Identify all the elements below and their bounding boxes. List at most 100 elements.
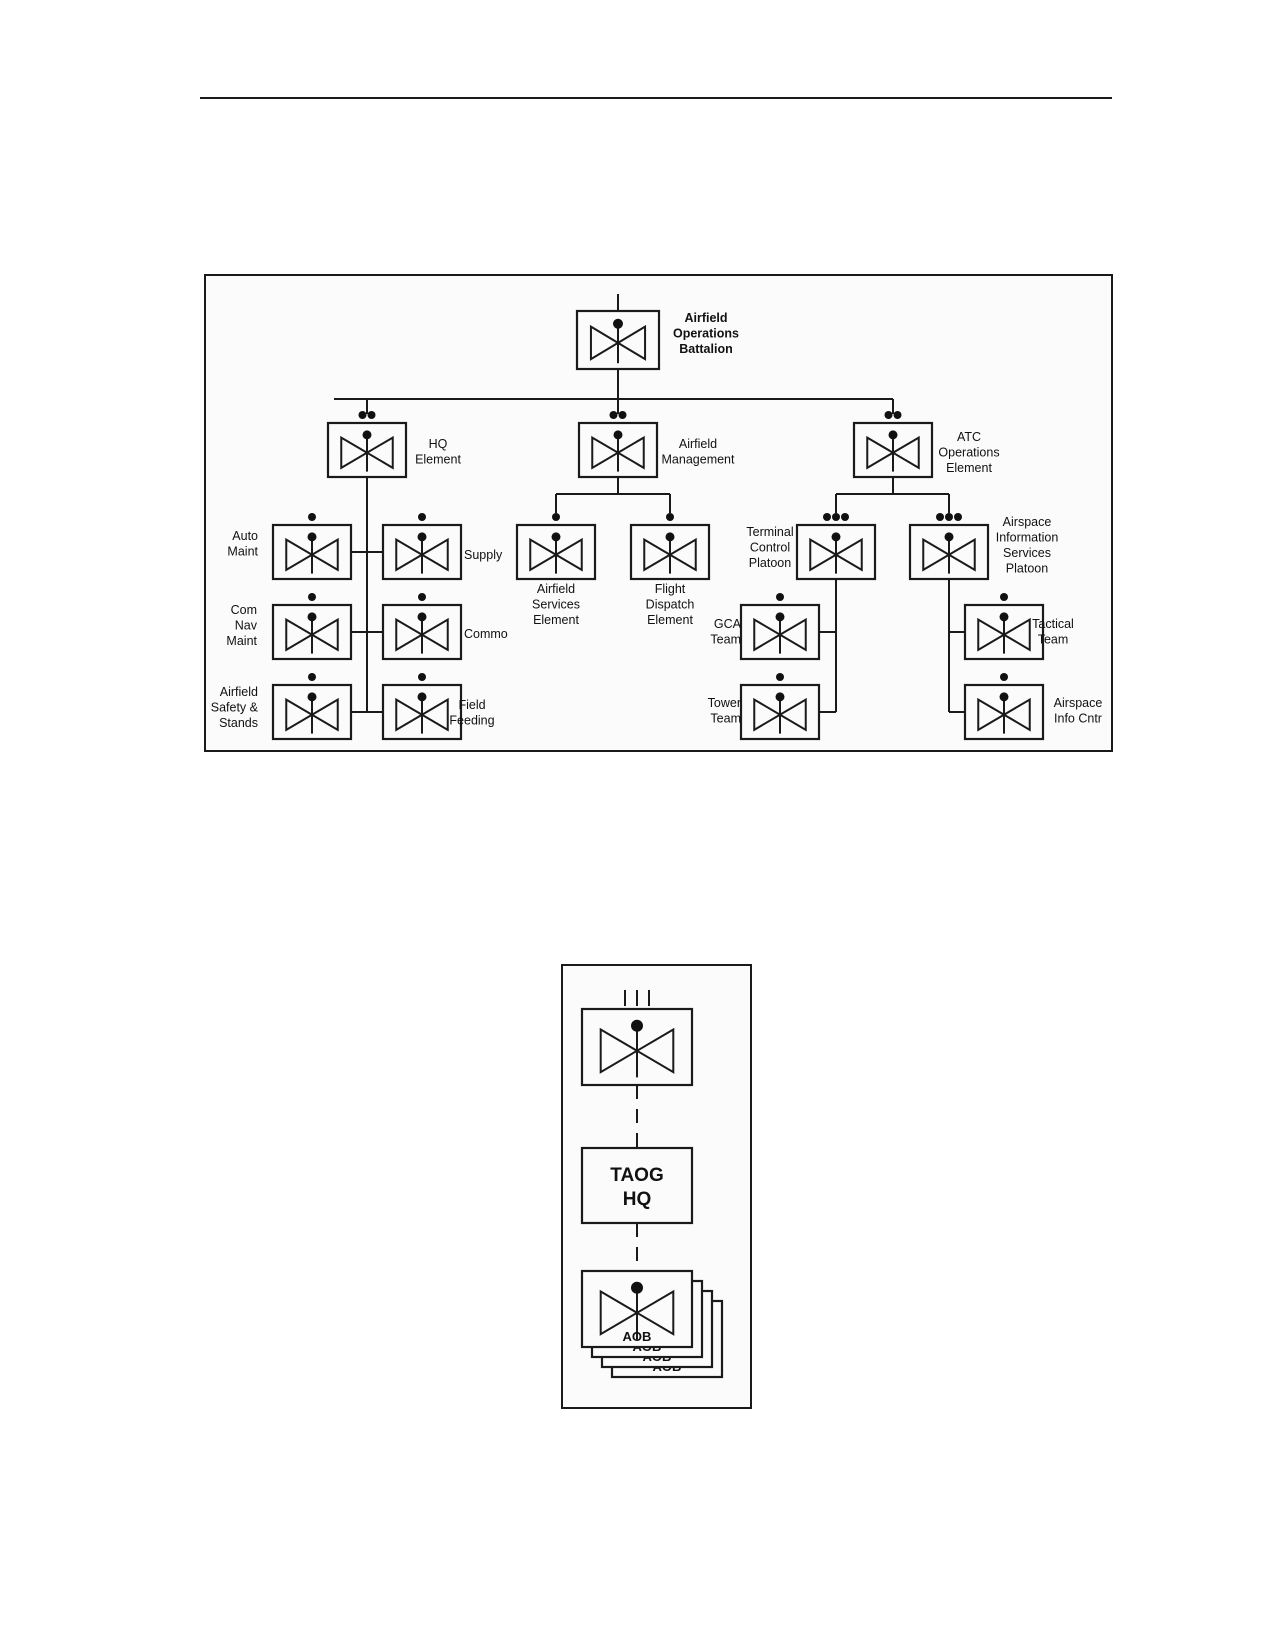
services-antenna-dot: [551, 532, 561, 542]
safety_stands-bowtie-icon: [285, 697, 339, 732]
airspace_cntr-echelon-dot: [1000, 673, 1008, 681]
safety_stands-antenna-dot: [307, 692, 317, 702]
auto_maint-symbol: [271, 523, 353, 581]
atc-label-line: Element: [946, 461, 992, 475]
services-symbol: [515, 523, 597, 581]
battalion-label-line: Airfield: [684, 311, 727, 325]
atc-echelon-dot: [893, 411, 902, 419]
airspace-cntr-label-line: Info Cntr: [1054, 712, 1102, 726]
com-nav-maint-label-line: Nav: [235, 619, 258, 633]
services-label-line: Services: [532, 598, 580, 612]
atc-label-line: ATC: [957, 430, 981, 444]
tactical-bowtie-icon: [977, 617, 1031, 652]
taog-hq-label-line: HQ: [623, 1189, 652, 1210]
field_feeding-antenna-dot: [417, 692, 427, 702]
com_nav_maint-echelon: [308, 593, 316, 601]
airspace_info-echelon-dot: [945, 513, 953, 521]
aob-front-symbol: [580, 1269, 694, 1349]
tactical-echelon-dot: [1000, 593, 1008, 601]
taog-group-bowtie-icon: [599, 1027, 675, 1074]
taog-diagram-canvas: TAOGHQAOBAOBAOBAOB: [580, 990, 724, 1379]
dispatch-label-line: Element: [647, 613, 693, 627]
taog-hq-frame: [580, 1146, 694, 1225]
aob-front-antenna-dot: [631, 1281, 643, 1294]
airspace_info-bowtie-icon: [922, 537, 976, 572]
gca-antenna-dot: [775, 612, 785, 622]
safety_stands-symbol: [271, 683, 353, 741]
atc-label-line: Operations: [938, 446, 999, 460]
airspace-info-label-line: Information: [996, 531, 1059, 545]
com_nav_maint-bowtie-icon: [285, 617, 339, 652]
hq-antenna-dot: [362, 430, 372, 440]
com-nav-maint-label-line: Maint: [226, 634, 257, 648]
airfield_mgmt-symbol: [577, 421, 659, 479]
battalion-symbol: [575, 309, 661, 371]
tower-bowtie-icon: [753, 697, 807, 732]
airspace-info-label-line: Platoon: [1006, 562, 1048, 576]
supply-label-line: Supply: [464, 548, 503, 562]
airspace_info-antenna-dot: [944, 532, 954, 542]
com-nav-maint-label-line: Com: [231, 603, 257, 617]
aob-label: AOB: [623, 1329, 652, 1344]
tower-label-line: Team: [710, 712, 741, 726]
services-echelon-dot: [552, 513, 560, 521]
taog-structure-diagram: TAOGHQAOBAOBAOBAOB: [561, 964, 752, 1409]
auto-maint-label-line: Auto: [232, 529, 258, 543]
tower-echelon: [776, 673, 784, 681]
gca-symbol: [739, 603, 821, 661]
tactical-label-line: Team: [1038, 633, 1069, 647]
tactical-symbol: [963, 603, 1045, 661]
commo-echelon: [418, 593, 426, 601]
airspace-info-label-line: Services: [1003, 546, 1051, 560]
field-feeding-label-line: Feeding: [449, 714, 494, 728]
services-label-line: Element: [533, 613, 579, 627]
tower-antenna-dot: [775, 692, 785, 702]
terminal-label-line: Terminal: [746, 525, 793, 539]
safety_stands-echelon: [308, 673, 316, 681]
airfield-mgmt-label-line: Airfield: [679, 437, 717, 451]
dispatch-label-line: Flight: [655, 582, 686, 596]
airspace_info-symbol: [908, 523, 990, 581]
com_nav_maint-antenna-dot: [307, 612, 317, 622]
com_nav_maint-echelon-dot: [308, 593, 316, 601]
dispatch-echelon: [666, 513, 674, 521]
gca-bowtie-icon: [753, 617, 807, 652]
battalion-antenna-dot: [613, 318, 623, 329]
terminal-symbol: [795, 523, 877, 581]
atc-bowtie-icon: [866, 435, 920, 470]
airspace-info-label-line: Airspace: [1003, 515, 1052, 529]
terminal-antenna-dot: [831, 532, 841, 542]
hq-bowtie-icon: [340, 435, 394, 470]
services-label-line: Airfield: [537, 582, 575, 596]
airspace_cntr-bowtie-icon: [977, 697, 1031, 732]
auto_maint-echelon-dot: [308, 513, 316, 521]
terminal-bowtie-icon: [809, 537, 863, 572]
airfield_mgmt-echelon-dot: [618, 411, 627, 419]
atc-echelon-dot: [884, 411, 893, 419]
commo-bowtie-icon: [395, 617, 449, 652]
commo-label-line: Commo: [464, 627, 508, 641]
battalion-bowtie-icon: [589, 324, 647, 361]
tactical-antenna-dot: [999, 612, 1009, 622]
airspace_info-echelon: [936, 513, 962, 521]
battalion-label-line: Battalion: [679, 342, 732, 356]
field_feeding-bowtie-icon: [395, 697, 449, 732]
header-rule: [200, 97, 1112, 99]
atc-symbol: [852, 421, 934, 479]
airfield_mgmt-echelon: [609, 411, 627, 419]
supply-symbol: [381, 523, 463, 581]
commo-symbol: [381, 603, 463, 661]
